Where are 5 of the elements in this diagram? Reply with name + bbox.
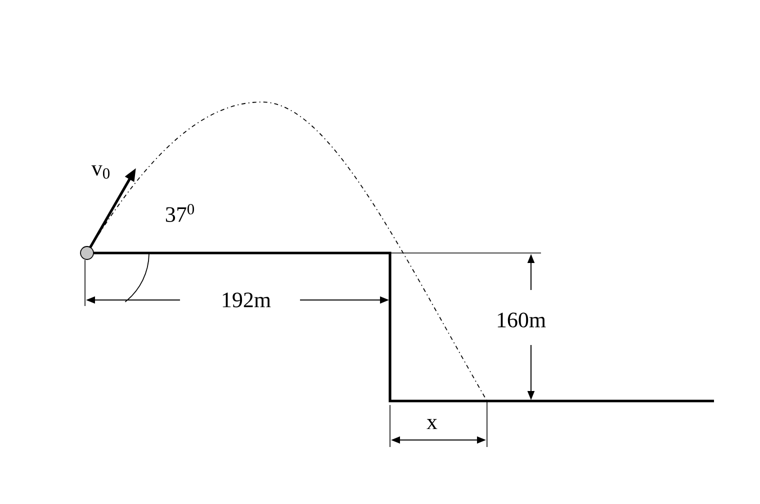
dimension-label: 192m (222, 292, 271, 308)
dimension-label: v$_{0}$ (91, 165, 110, 179)
dimension-label: x (426, 418, 438, 430)
dimension-label: 160m (498, 312, 546, 328)
dimension-label: 37$^{0}$ (166, 204, 194, 222)
